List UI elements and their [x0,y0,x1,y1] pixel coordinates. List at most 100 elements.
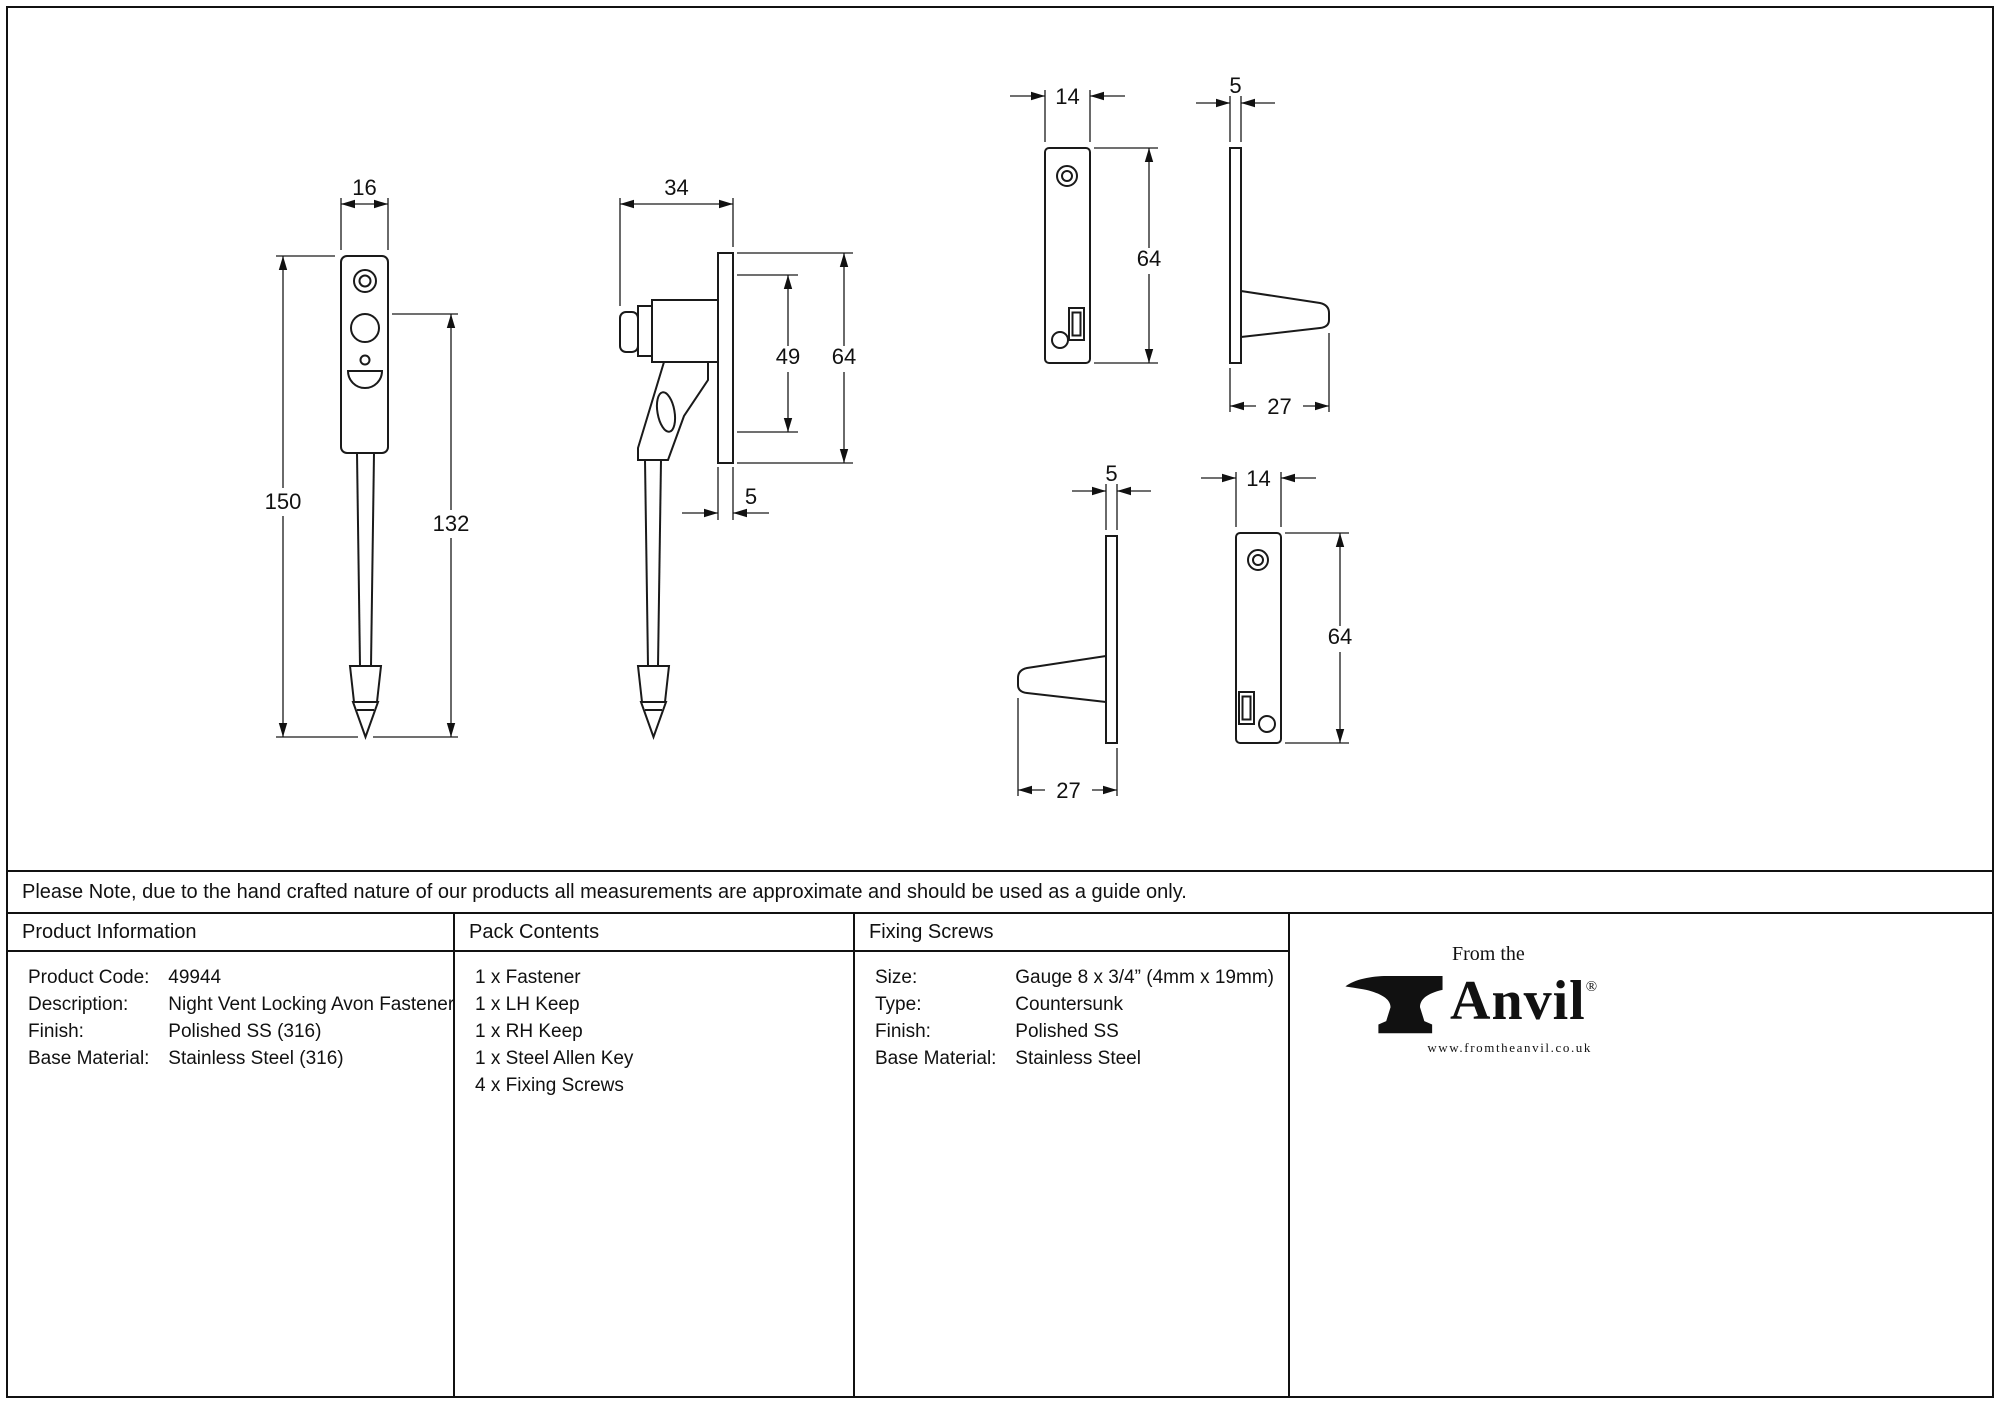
keep-rh-latch-slot-outer [1238,691,1255,725]
dim-keep-left-depth: 27 [1017,698,1118,804]
dim-keep-right-thickness: 5 [1196,73,1275,142]
product-code-label: Product Code: [28,967,150,988]
lock-pin-hole [359,354,371,366]
spec-sheet-page: 16 150 132 [6,6,1994,1398]
pack-item-fixing-screws: 4 x Fixing Screws [475,1075,624,1096]
description-row: Description: Night Vent Locking Avon Fas… [28,991,454,1018]
nightvent-slot [655,391,677,433]
keep-rh-screw-hole-inner [1252,554,1264,566]
pack-contents-header: Pack Contents [455,914,853,952]
screw-base-material-row: Base Material: Stainless Steel [875,1045,1274,1072]
dim-keep-lh-width: 14 [1010,84,1125,142]
keep-lh-front-view: 14 64 [1010,84,1172,364]
logo-website: www.fromtheanvil.co.uk [1427,1040,1592,1055]
registered-mark: ® [1585,979,1598,995]
keep-plate-edge-left [1105,535,1118,744]
spec-table: Product Information Product Code: 49944 … [8,914,1992,1396]
dim-front-width: 16 [340,175,389,250]
screw-finish-value: Polished SS [1015,1021,1119,1042]
screw-size-value: Gauge 8 x 3/4” (4mm x 19mm) [1015,967,1274,988]
pack-item-lh-keep: 1 x LH Keep [475,994,580,1015]
dim-keep-rh-width: 14 [1201,466,1316,527]
dim-side-inner-height: 49 [737,274,811,433]
dim-label-34: 34 [664,175,688,200]
dim-label-64-lh: 64 [1137,246,1161,271]
keep-wedge-right [1240,289,1330,339]
dim-label-27-left: 27 [1056,778,1080,803]
lock-cylinder [350,313,380,343]
logo-tagline: From the [1452,943,1525,965]
fixing-screws-column: Fixing Screws Size: Gauge 8 x 3/4” (4mm … [855,914,1290,1396]
dim-keep-lh-height: 64 [1094,147,1172,364]
keep-lh-lower-screw-hole [1051,331,1069,349]
lock-step-side [637,305,653,357]
lock-button-side [619,311,639,353]
description-value: Night Vent Locking Avon Fastener [168,994,455,1015]
dim-label-64-side: 64 [832,344,856,369]
pack-contents-column: Pack Contents 1 x Fastener 1 x LH Keep 1… [455,914,855,1396]
screw-finish-row: Finish: Polished SS [875,1018,1274,1045]
keep-rh-screw-hole-outer [1247,549,1269,571]
keep-wedge-left [1017,654,1107,704]
dim-keep-left-thickness: 5 [1072,461,1151,530]
keep-side-view-left: 5 27 [1017,461,1151,804]
product-information-header: Product Information [8,914,453,952]
lock-housing-side [651,299,719,363]
screw-type-label: Type: [875,994,922,1015]
keep-rh-latch-slot-inner [1241,695,1252,721]
dim-label-5-side: 5 [745,484,757,509]
drawing-area: 16 150 132 [8,8,1992,870]
keep-lh-plate [1044,147,1091,364]
dim-label-16: 16 [352,175,376,200]
keep-lh-screw-hole-inner [1061,170,1073,182]
screw-size-label: Size: [875,967,918,988]
dim-keep-rh-height: 64 [1285,532,1363,744]
dim-label-49: 49 [776,344,800,369]
fastener-arm-side [637,361,709,461]
dim-label-132: 132 [433,511,470,536]
keep-lh-screw-hole-outer [1056,165,1078,187]
note-text: Please Note, due to the hand crafted nat… [22,880,1187,903]
dim-label-5-keep-left: 5 [1105,461,1117,486]
screw-finish-label: Finish: [875,1021,931,1042]
dim-label-14-lh: 14 [1055,84,1079,109]
dim-side-width: 34 [619,175,734,306]
dim-side-plate-height: 64 [737,252,867,464]
handle-collar-side [636,665,671,703]
anvil-icon [1345,976,1443,1034]
dim-label-14-rh: 14 [1246,466,1270,491]
logo-brand: Anvil [1450,970,1586,1032]
handle-shaft-right [370,452,375,667]
screw-base-material-value: Stainless Steel [1015,1048,1141,1069]
finish-label: Finish: [28,1021,84,1042]
handle-shaft-right-side [657,459,662,667]
screw-size-row: Size: Gauge 8 x 3/4” (4mm x 19mm) [875,964,1274,991]
handle-tip-cone [351,701,380,740]
dim-label-64-rh: 64 [1328,624,1352,649]
product-code-value: 49944 [168,967,222,988]
dim-label-150: 150 [265,489,302,514]
from-the-anvil-logo: From the Anvil® www.fromtheanvil.co.uk [1342,944,1597,1056]
fixing-screws-body: Size: Gauge 8 x 3/4” (4mm x 19mm) Type: … [855,952,1288,1072]
keep-rh-lower-screw-hole [1258,715,1276,733]
handle-tip-cone-side [639,701,668,740]
dim-label-27-right: 27 [1267,394,1291,419]
dim-front-total-height: 150 [255,255,358,738]
fastener-side-view: 34 49 64 [619,175,867,740]
screw-hole-inner [358,274,372,288]
handle-collar [348,665,383,703]
keep-rh-front-view: 14 64 [1201,466,1363,744]
product-code-row: Product Code: 49944 [28,964,439,991]
screw-type-row: Type: Countersunk [875,991,1274,1018]
handle-shaft-left-side [644,459,649,667]
handle-shaft-left [356,452,361,667]
dim-keep-right-depth: 27 [1229,333,1330,420]
pack-item-rh-keep: 1 x RH Keep [475,1021,583,1042]
description-label: Description: [28,994,129,1015]
pack-contents-body: 1 x Fastener 1 x LH Keep 1 x RH Keep 1 x… [455,952,853,1099]
base-material-row: Base Material: Stainless Steel (316) [28,1045,439,1072]
note-bar: Please Note, due to the hand crafted nat… [8,870,1992,914]
keep-lh-latch-slot-outer [1068,307,1085,341]
screw-type-value: Countersunk [1015,994,1124,1015]
fastener-front-view: 16 150 132 [255,175,479,740]
